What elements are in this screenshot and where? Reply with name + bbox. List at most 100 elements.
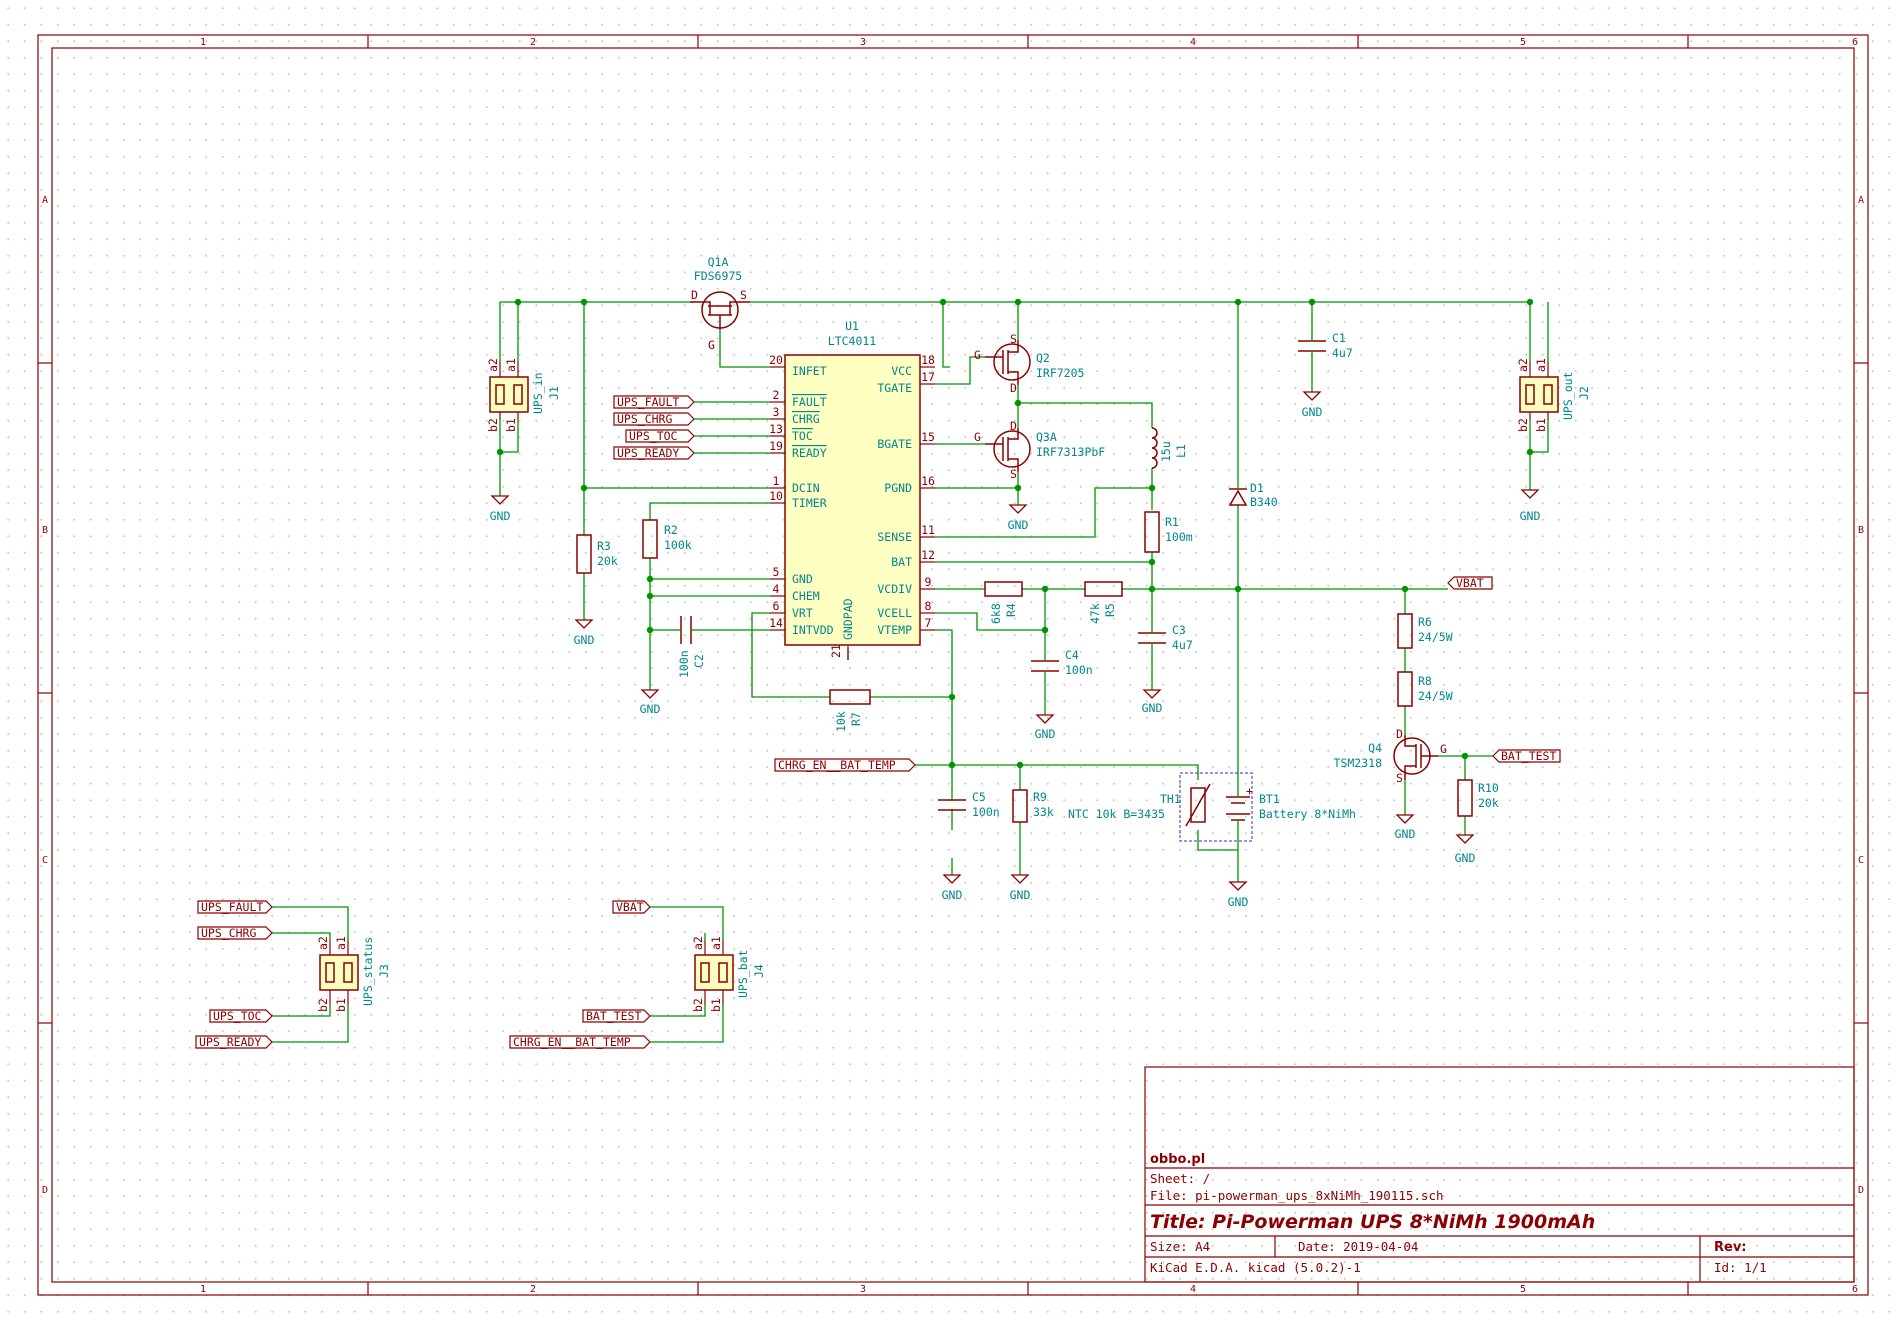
mosfet-q3a[interactable]: Q3A IRF7313PbF G S D [974,419,1105,481]
capacitor-c2[interactable]: 100n C2 [675,616,706,678]
q2-pin-d: D [1010,381,1017,395]
j3-ref: J3 [377,964,391,978]
label-vbat-j4: VBAT [612,900,651,914]
mosfet-q2[interactable]: Q2 IRF7205 G S D [974,332,1084,395]
svg-text:UPS_READY: UPS_READY [617,446,679,460]
u1-pin-name: PGND [884,481,912,495]
u1-pin-name: CHEM [792,589,820,603]
resistor-r5[interactable]: 47k R5 [1084,581,1123,624]
c1-ref: C1 [1332,331,1346,345]
capacitor-c4[interactable]: C4 100n [1031,648,1093,678]
zone-row-a-right: A [1858,195,1864,206]
q1a-value: FDS6975 [694,269,742,283]
r5-ref: R5 [1103,603,1117,617]
thermistor-th1[interactable]: TH1 NTC 10k B=3435 [1068,783,1211,827]
connector-j3[interactable]: a2 a1 b2 b1 UPS_status J3 [272,906,391,1043]
j4-pin-b1: b1 [709,998,723,1012]
u1-pin-num: 17 [921,370,935,384]
inductor-l1[interactable]: 15u L1 [1151,427,1188,469]
r4-ref: R4 [1004,603,1018,617]
q3a-pin-s: S [1010,467,1017,481]
r6-ref: R6 [1418,615,1432,629]
label-ups-toc-j3: UPS_TOC [209,1009,273,1023]
zone-row-c-left: C [42,855,48,866]
c5-value: 100n [972,805,1000,819]
r8-value: 24/5W [1418,689,1453,703]
svg-text:GND: GND [1302,405,1323,419]
q4-ref: Q4 [1368,741,1382,755]
r9-value: 33k [1033,805,1054,819]
q4-pin-g: G [1440,742,1447,756]
title-block-date: Date: 2019-04-04 [1298,1239,1418,1254]
u1-pin-num: 6 [773,599,780,613]
u1-pin-name: VCELL [877,606,912,620]
c5-ref: C5 [972,790,986,804]
title-block-company: obbo.pl [1150,1152,1205,1167]
resistor-r1[interactable]: R1 100m [1144,511,1193,553]
resistor-r6[interactable]: R6 24/5W [1397,613,1453,649]
svg-text:GND: GND [640,702,661,716]
connector-j1[interactable]: a2 a1 b2 b1 UPS_in J1 [486,358,561,432]
q4-pin-s: S [1396,771,1403,785]
svg-text:GND: GND [490,509,511,523]
resistor-r8[interactable]: R8 24/5W [1397,671,1453,707]
zone-row-d-right: D [1858,1185,1864,1196]
gnd-symbols: GND GND GND GND GND GND GND GND GND GND … [490,391,1540,909]
connector-j2[interactable]: a2 a1 b2 b1 UPS_out J2 [1516,358,1591,432]
label-bat-test-j4: BAT_TEST [582,1009,651,1023]
u1-pin-num: 1 [773,474,780,488]
u1-pin-num: 2 [773,388,780,402]
svg-text:GND: GND [1142,701,1163,715]
j1-ref: J1 [547,386,561,400]
frame-zone-labels: 1 2 3 4 5 6 1 2 3 4 5 6 A B C D A B C D [42,37,1864,1295]
c4-ref: C4 [1065,648,1079,662]
u1-pin-name: VRT [792,606,813,620]
resistor-r7[interactable]: 10k R7 [829,689,871,732]
thermistor-battery-group[interactable]: TH1 NTC 10k B=3435 + BT1 Battery 8*NiMh [1068,772,1356,850]
svg-text:GND: GND [942,888,963,902]
svg-text:GND: GND [1455,851,1476,865]
r2-ref: R2 [664,523,678,537]
u1-pin-name: READY [792,446,827,460]
u1-pin-name: VCDIV [877,582,912,596]
connector-j4[interactable]: a2 a1 b2 b1 UPS_bat J4 [650,906,766,1043]
title-block: obbo.pl Sheet: / File: pi-powerman_ups_8… [1144,1066,1855,1283]
u1-pin-name: FAULT [792,395,827,409]
j3-pin-b2: b2 [316,998,330,1012]
j1-pin-b1: b1 [504,418,518,432]
r1-ref: R1 [1165,515,1179,529]
u1-pin-name: DCIN [792,481,820,495]
q3a-ref: Q3A [1036,430,1057,444]
zone-row-c-right: C [1858,855,1864,866]
q1a-pin-d: D [691,288,698,302]
capacitor-c5[interactable]: C5 100n [938,790,1000,819]
j4-ref: J4 [752,964,766,978]
mosfet-q1a[interactable]: Q1A FDS6975 D S G [690,255,750,352]
resistor-r10[interactable]: R10 20k [1457,779,1499,817]
resistor-r4[interactable]: 6k8 R4 [984,581,1023,624]
battery-bt1[interactable]: + BT1 Battery 8*NiMh [1226,784,1356,850]
resistor-r2[interactable]: R2 100k [642,519,692,559]
resistor-r9[interactable]: R9 33k [1012,789,1054,823]
u1-pin-name: TIMER [792,496,827,510]
svg-text:CHRG_EN__BAT_TEMP: CHRG_EN__BAT_TEMP [778,758,896,772]
svg-text:UPS_FAULT: UPS_FAULT [617,395,679,409]
capacitor-c3[interactable]: C3 4u7 [1138,623,1193,652]
resistor-r3[interactable]: R3 20k [576,534,618,574]
u1-pin-num: 18 [921,353,935,367]
diode-d1[interactable]: D1 B340 [1228,481,1278,509]
j2-pin-b2: b2 [1516,418,1530,432]
u1-pin-num: 12 [921,548,935,562]
r7-ref: R7 [849,712,863,726]
u1-pin-name: INFET [792,364,827,378]
r10-value: 20k [1478,796,1499,810]
capacitor-c1[interactable]: C1 4u7 [1298,331,1353,360]
svg-text:VBAT: VBAT [616,900,644,914]
c3-value: 4u7 [1172,638,1193,652]
u1-pin-num: 10 [769,489,783,503]
label-bat-test: BAT_TEST [1492,749,1561,763]
mosfet-q4[interactable]: Q4 TSM2318 G S D [1334,727,1447,785]
label-chrg-en-j4: CHRG_EN__BAT_TEMP [509,1035,651,1049]
